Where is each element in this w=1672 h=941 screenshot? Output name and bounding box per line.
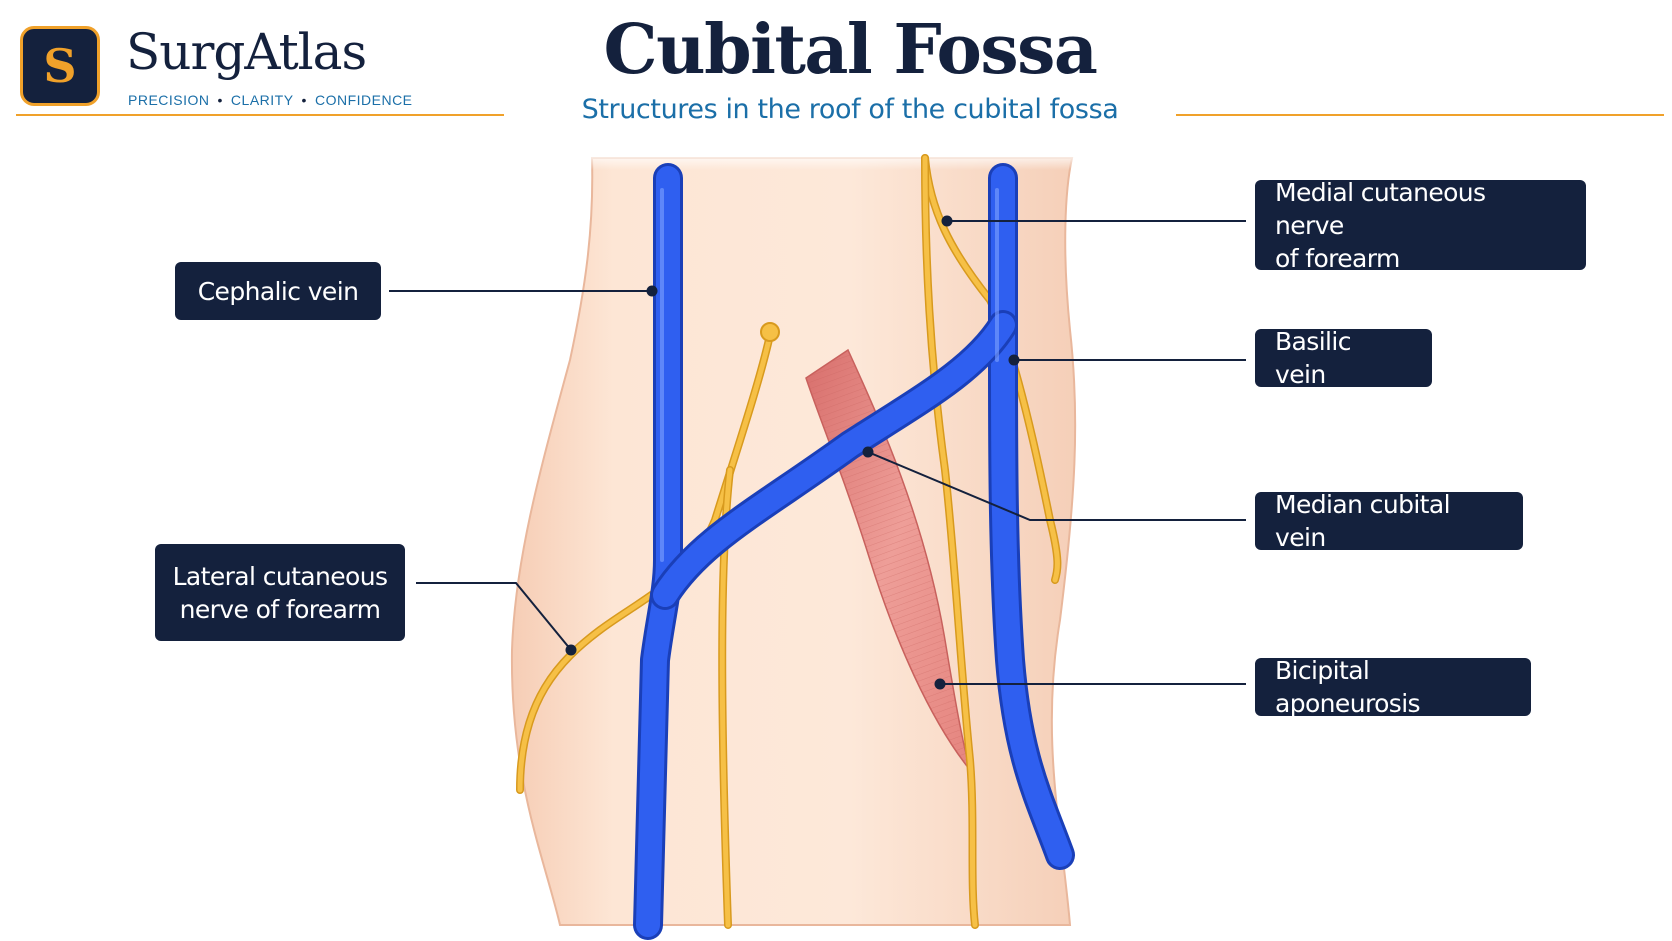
label-text: Bicipital aponeurosis: [1275, 656, 1421, 718]
label-text: Medial cutaneous nerve: [1275, 177, 1486, 240]
label-lateral-cutaneous-nerve: Lateral cutaneous nerve of forearm: [155, 544, 405, 641]
label-text: nerve of forearm: [179, 594, 381, 624]
page-subtitle: Structures in the roof of the cubital fo…: [581, 94, 1119, 125]
label-text: Lateral cutaneous: [172, 561, 388, 591]
logo-letter: S: [43, 39, 77, 93]
label-medial-cutaneous-nerve: Medial cutaneous nerve of forearm: [1255, 178, 1586, 273]
brand-tagline: PRECISION•CLARITY•CONFIDENCE: [128, 92, 413, 108]
label-text: of forearm: [1275, 243, 1400, 273]
tagline-word: CONFIDENCE: [314, 92, 413, 108]
logo-badge: S: [20, 26, 100, 106]
label-text: Basilic vein: [1275, 327, 1351, 389]
tagline-word: PRECISION: [128, 92, 210, 108]
label-text: Median cubital vein: [1275, 490, 1451, 552]
header-rule-left: [16, 114, 504, 116]
label-bicipital-aponeurosis: Bicipital aponeurosis: [1255, 656, 1531, 718]
label-text: Cephalic vein: [197, 276, 359, 306]
header-rule-right: [1176, 114, 1664, 116]
label-median-cubital-vein: Median cubital vein: [1255, 490, 1523, 552]
label-basilic-vein: Basilic vein: [1255, 327, 1432, 389]
brand-name: SurgAtlas: [126, 23, 367, 81]
page-title: Cubital Fossa: [603, 10, 1098, 90]
label-cephalic-vein: Cephalic vein: [175, 262, 381, 320]
tagline-word: CLARITY: [230, 92, 294, 108]
